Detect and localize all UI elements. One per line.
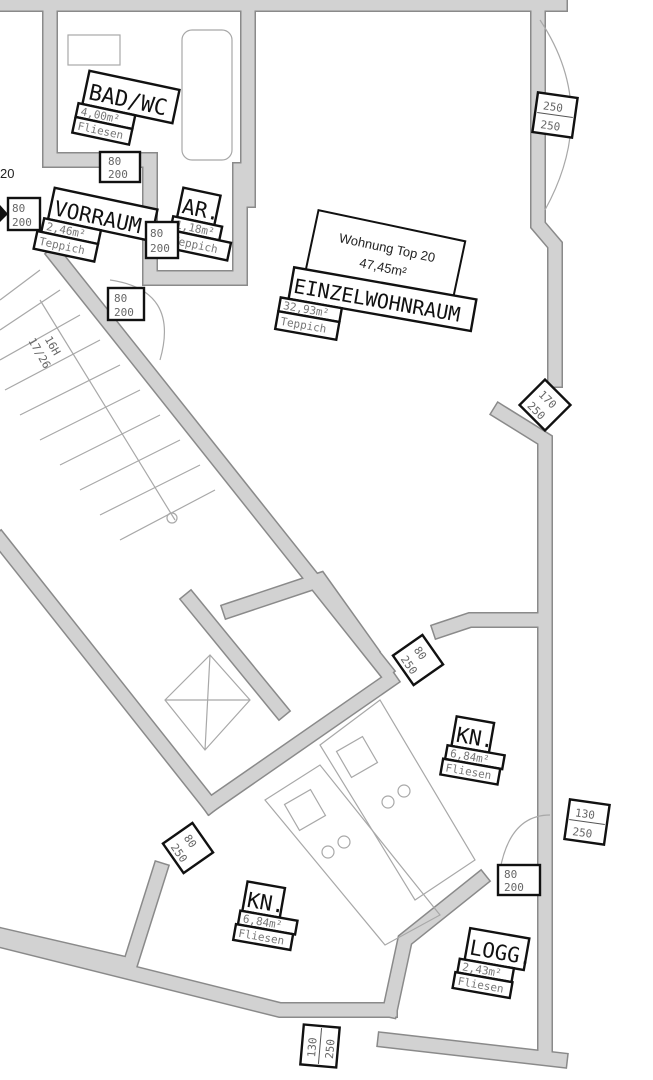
opening-width: 80 — [114, 292, 127, 305]
opening-label-door-logg: 80 200 — [496, 863, 542, 897]
room-label-einzelwohnraum: EINZELWOHNRAUM 32,93m² Teppich — [273, 265, 478, 342]
elevator — [164, 654, 251, 751]
opening-label-window-mid: 170 250 — [517, 377, 573, 433]
opening-height: 200 — [12, 216, 32, 229]
room-label-kn-right: KN. 6,84m² Fliesen — [438, 714, 507, 786]
stair-treads — [0, 269, 216, 541]
bathtub — [181, 29, 233, 161]
opening-height: 250 — [540, 118, 561, 134]
opening-label-door-ar: 80 200 — [144, 220, 180, 260]
opening-width: 250 — [542, 99, 563, 115]
opening-label-door-entry: 80 200 — [0, 196, 42, 232]
room-label-bad-wc: BAD/WC 4,00m² Fliesen — [70, 69, 181, 147]
opening-width: 80 — [150, 227, 163, 240]
opening-height: 200 — [108, 168, 128, 181]
opening-label-door-kitchen: 80 250 — [391, 633, 445, 687]
opening-width: 80 — [181, 832, 199, 850]
kitchen-counter-2 — [264, 764, 441, 946]
opening-label-door-stair: 80 200 — [106, 286, 146, 322]
opening-height: 200 — [114, 306, 134, 319]
room-label-logg: LOGG. 2,43m² Fliesen — [451, 926, 534, 1000]
opening-width: 130 — [574, 806, 595, 822]
kitchen-counter-1 — [319, 699, 476, 901]
opening-width: 130 — [305, 1037, 320, 1058]
opening-width: 80 — [411, 644, 429, 662]
room-label-kn-left: KN. 6,84m² Fliesen — [231, 880, 299, 952]
opening-label-window-bottom: 130 250 — [299, 1023, 341, 1069]
opening-height: 250 — [323, 1039, 338, 1060]
opening-width: 80 — [12, 202, 25, 215]
room-label-vorraum: VORRAUM 2,46m² Teppich — [32, 186, 159, 264]
door-arc — [109, 279, 165, 361]
opening-label-door-lower: 80 250 — [161, 821, 215, 875]
door-arc-2 — [499, 814, 551, 871]
washbasin — [67, 34, 121, 66]
side-label: 20 — [0, 166, 14, 181]
room-label-ar: AR. 1,18m² Teppich — [165, 186, 233, 262]
opening-height: 200 — [504, 881, 524, 894]
fixtures — [0, 19, 572, 946]
opening-label-window-top: 250 250 — [531, 91, 579, 139]
opening-height: 200 — [150, 242, 170, 255]
opening-width: 80 — [108, 155, 121, 168]
opening-label-window-right: 130 250 — [563, 798, 611, 846]
opening-height: 250 — [572, 825, 593, 841]
opening-label-door-bath: 80 200 — [98, 150, 142, 184]
opening-width: 80 — [504, 868, 517, 881]
